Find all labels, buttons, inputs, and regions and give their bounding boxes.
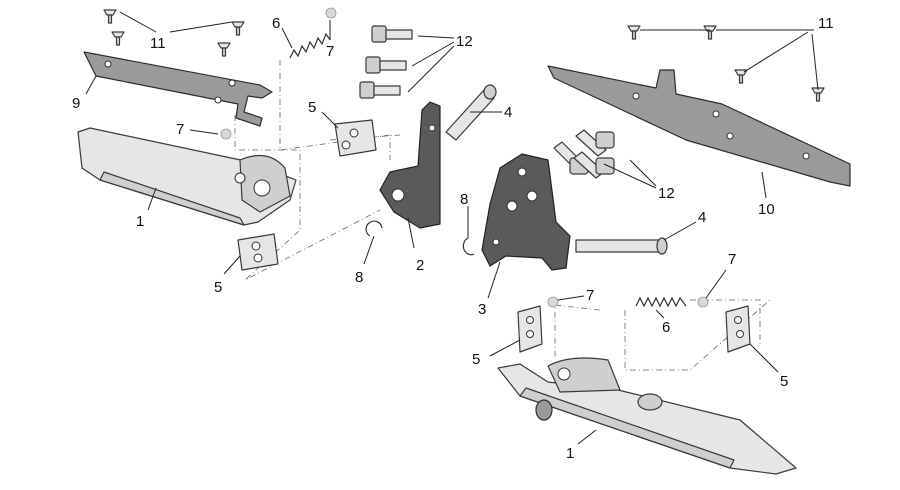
- plate-5-left-upper: [334, 119, 377, 157]
- screw-11-left-1: [103, 9, 117, 24]
- ball-7-top: [325, 7, 337, 19]
- ball-7-left: [220, 128, 232, 140]
- callout-8-left: 8: [355, 269, 363, 286]
- screw-11-left-4: [217, 42, 231, 57]
- bracket-2: [379, 101, 441, 229]
- callout-5-left-upper: 5: [308, 99, 316, 116]
- callout-7-top: 7: [326, 43, 334, 60]
- footpeg-1-right: [497, 357, 797, 475]
- callout-11-right: 11: [818, 15, 834, 32]
- ball-7-right-b: [697, 296, 709, 308]
- callout-1-right: 1: [566, 445, 574, 462]
- callout-4-lower: 4: [698, 209, 706, 226]
- callout-12-left: 12: [456, 33, 473, 50]
- callout-7-right-b: 7: [728, 251, 736, 268]
- bolts-12-left: [359, 25, 413, 99]
- bolt-12-left-3: [359, 81, 401, 99]
- callout-10: 10: [758, 201, 775, 218]
- callout-7-left: 7: [176, 121, 184, 138]
- spring-6-left: [289, 32, 331, 59]
- bolt-12-left-1: [371, 25, 413, 43]
- callout-8-right: 8: [460, 191, 468, 208]
- clip-8-right: [462, 237, 475, 256]
- callout-6-left: 6: [272, 15, 280, 32]
- screw-11-left-3: [111, 31, 125, 46]
- plate-10: [547, 65, 851, 187]
- callout-5-right-b: 5: [780, 373, 788, 390]
- callout-6-right: 6: [662, 319, 670, 336]
- pin-4-lower: [575, 237, 668, 255]
- screw-11-right-2: [703, 25, 717, 40]
- callout-5-left-lower: 5: [214, 279, 222, 296]
- leader-lines: [85, 11, 819, 445]
- callout-11-left: 11: [150, 35, 166, 52]
- bolts-12-right: [553, 129, 615, 179]
- callout-4-upper: 4: [504, 104, 512, 121]
- screw-11-right-3: [734, 69, 748, 84]
- callout-3: 3: [478, 301, 486, 318]
- callout-2: 2: [416, 257, 424, 274]
- footpeg-1-left: [77, 127, 297, 226]
- clip-8-left: [365, 220, 383, 237]
- callout-12-right: 12: [658, 185, 675, 202]
- callout-7-right-a: 7: [586, 287, 594, 304]
- callout-labels: 11 6 7 12 9 5 4 7 1 5 8 2 8 3 12 11 10 4…: [72, 15, 834, 462]
- screws-left: [103, 9, 245, 57]
- plate-5-right-b: [725, 305, 751, 353]
- pin-4-upper: [445, 84, 497, 141]
- screw-11-right-1: [627, 25, 641, 40]
- bolt-12-left-2: [365, 56, 407, 74]
- callout-1-left: 1: [136, 213, 144, 230]
- bolt-12-right-2: [575, 129, 615, 157]
- bolt-12-right-3: [573, 151, 615, 179]
- screws-right: [627, 25, 825, 102]
- callout-9: 9: [72, 95, 80, 112]
- plate-5-right-a: [517, 305, 543, 353]
- ball-7-right-a: [547, 296, 559, 308]
- spring-6-right: [635, 296, 687, 308]
- screw-11-left-2: [231, 21, 245, 36]
- bracket-3: [481, 153, 571, 271]
- plate-9: [83, 51, 273, 127]
- screw-11-right-4: [811, 87, 825, 102]
- plate-5-left-lower: [237, 233, 279, 271]
- callout-5-right-a: 5: [472, 351, 480, 368]
